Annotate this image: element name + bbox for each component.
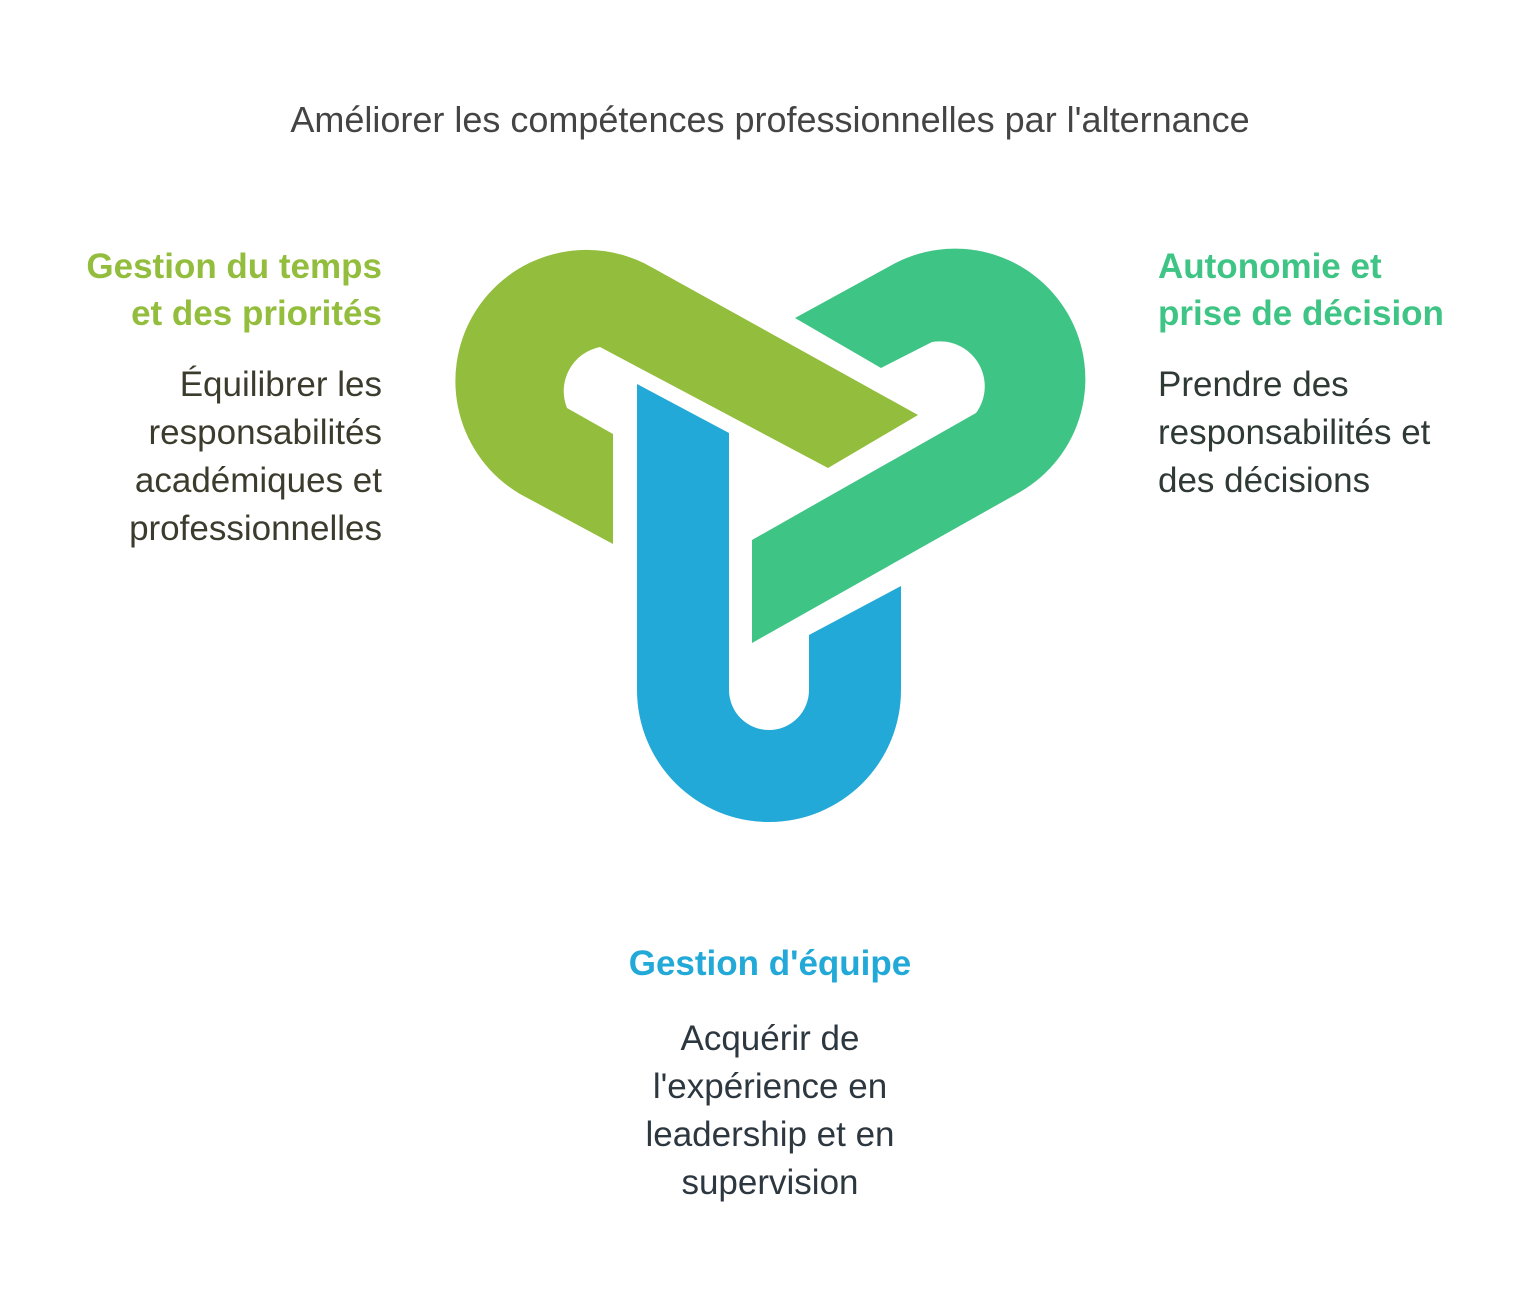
heading-line: et des priorités <box>131 294 382 333</box>
description-line: des décisions <box>1158 461 1371 500</box>
description-line: leadership et en <box>645 1115 895 1154</box>
time-management-block: Gestion du temps et des priorités Équili… <box>22 243 382 553</box>
heading-line: Autonomie et <box>1158 247 1382 286</box>
team-management-heading: Gestion d'équipe <box>570 940 970 987</box>
description-line: académiques et <box>134 461 382 500</box>
description-line: professionnelles <box>129 509 382 548</box>
autonomy-loop <box>752 248 1086 643</box>
autonomy-description: Prendre des responsabilités et des décis… <box>1158 361 1528 505</box>
heading-line: Gestion d'équipe <box>628 944 912 983</box>
description-line: l'expérience en <box>652 1067 888 1106</box>
description-line: Acquérir de <box>680 1019 860 1058</box>
team-management-description: Acquérir de l'expérience en leadership e… <box>570 1015 970 1207</box>
description-line: responsabilités et <box>1158 413 1431 452</box>
description-line: Prendre des <box>1158 365 1349 404</box>
description-line: supervision <box>681 1163 859 1202</box>
team-management-block: Gestion d'équipe Acquérir de l'expérienc… <box>570 940 970 1207</box>
time-management-heading: Gestion du temps et des priorités <box>22 243 382 337</box>
diagram-title: Améliorer les compétences professionnell… <box>290 99 1250 140</box>
autonomy-heading: Autonomie et prise de décision <box>1158 243 1528 337</box>
heading-line: Gestion du temps <box>86 247 382 286</box>
autonomy-block: Autonomie et prise de décision Prendre d… <box>1158 243 1528 505</box>
time-management-loop <box>455 249 918 545</box>
description-line: Équilibrer les <box>179 365 382 404</box>
description-line: responsabilités <box>148 413 382 452</box>
heading-line: prise de décision <box>1158 294 1444 333</box>
team-management-loop <box>637 384 901 822</box>
time-management-description: Équilibrer les responsabilités académiqu… <box>22 361 382 553</box>
